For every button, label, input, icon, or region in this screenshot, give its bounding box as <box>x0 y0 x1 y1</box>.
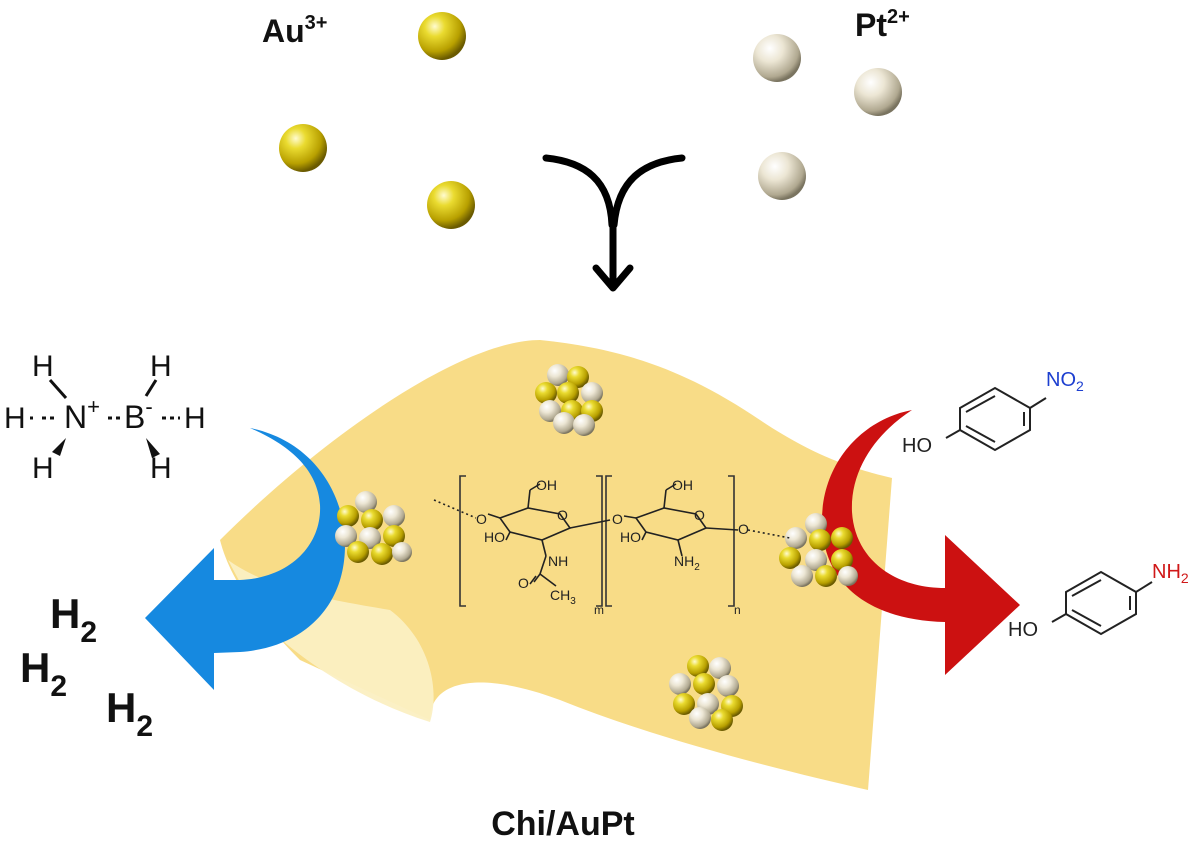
chi-nh: NH <box>548 553 568 569</box>
chi-n: n <box>734 603 741 617</box>
ammonia-borane-structure: H H H H H H N+ B- <box>4 350 206 485</box>
chi-ho: HO <box>484 529 505 545</box>
ab-wedge <box>146 438 160 458</box>
aupt-cluster <box>779 513 858 587</box>
ab-wedge <box>52 438 66 456</box>
h2-label: H2 <box>50 590 97 649</box>
nitro-group: NO2 <box>1046 369 1084 394</box>
ab-boron: B- <box>124 394 153 435</box>
aupt-cluster <box>535 364 603 436</box>
chi-o: O <box>557 507 568 523</box>
catalyst-label: Chi/AuPt <box>491 805 635 843</box>
blue-reaction-arrow <box>145 428 345 690</box>
h2-label: H2 <box>20 644 67 703</box>
chitosan-structure: OH OH O O O O O HO HO NH NH2 O CH3 m n <box>433 475 791 617</box>
chi-oh: OH <box>536 477 557 493</box>
aminophenol-structure: HO NH2 <box>1008 561 1189 641</box>
ab-h-right: H <box>184 402 206 435</box>
gold-ion-label: Au3+ <box>262 12 327 49</box>
ab-bonds <box>30 379 180 420</box>
gold-ions <box>279 12 475 229</box>
ab-h-top-left: H <box>32 350 54 383</box>
ab-nitrogen: N+ <box>64 394 100 435</box>
h2-label: H2 <box>106 684 153 743</box>
nitrophenol-ho: HO <box>902 435 932 457</box>
amine-group: NH2 <box>1152 561 1189 586</box>
red-reaction-arrow <box>822 410 1020 675</box>
gold-ion-sphere <box>279 124 327 172</box>
chi-oh: OH <box>672 477 693 493</box>
ab-h-bottom-right: H <box>150 452 172 485</box>
platinum-ion-sphere <box>758 152 806 200</box>
chi-o: O <box>694 507 705 523</box>
chi-o: O <box>738 521 749 537</box>
merge-arrow <box>542 154 686 292</box>
platinum-ion-sphere <box>854 68 902 116</box>
aupt-cluster <box>335 491 412 565</box>
aminophenol-ho: HO <box>1008 619 1038 641</box>
chi-m: m <box>594 603 604 617</box>
nitrophenol-structure: HO NO2 <box>902 369 1084 457</box>
platinum-ion-sphere <box>753 34 801 82</box>
aupt-cluster <box>669 655 743 731</box>
chi-ch3: CH3 <box>550 587 576 607</box>
ab-h-bottom-left: H <box>32 452 54 485</box>
chi-o: O <box>612 511 623 527</box>
chi-nh2: NH2 <box>674 553 700 573</box>
ab-h-left: H <box>4 402 26 435</box>
gold-ion-sphere <box>427 181 475 229</box>
ab-h-top-right: H <box>150 350 172 383</box>
chi-o: O <box>476 511 487 527</box>
platinum-ions <box>753 34 902 200</box>
gold-ion-sphere <box>418 12 466 60</box>
chi-ho: HO <box>620 529 641 545</box>
chi-o: O <box>518 575 529 591</box>
platinum-ion-label: Pt2+ <box>855 6 910 43</box>
